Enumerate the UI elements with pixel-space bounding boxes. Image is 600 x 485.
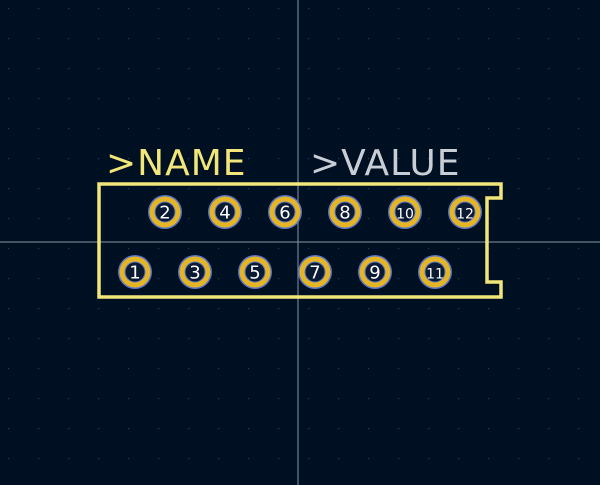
pad-number: 10 (396, 207, 414, 223)
pad-6[interactable]: 6 (268, 195, 302, 229)
connector-outline[interactable] (97, 182, 503, 299)
pad-number: 11 (426, 267, 444, 283)
pad-9[interactable]: 9 (358, 255, 392, 289)
pad-array: 2 4 6 8 10 12 1 3 5 7 9 11 (118, 195, 482, 289)
pad-number: 12 (456, 207, 474, 223)
pad-5[interactable]: 5 (238, 255, 272, 289)
pad-drill-hole (394, 201, 416, 223)
pad-number: 9 (369, 263, 380, 284)
pad-drill-hole (244, 261, 266, 283)
pad-drill-hole (274, 201, 296, 223)
pad-drill-hole (454, 201, 476, 223)
pad-3[interactable]: 3 (178, 255, 212, 289)
pad-8[interactable]: 8 (328, 195, 362, 229)
pad-1[interactable]: 1 (118, 255, 152, 289)
pad-drill-hole (124, 261, 146, 283)
name-label[interactable]: >NAME (106, 143, 247, 184)
pad-drill-hole (184, 261, 206, 283)
pad-number: 2 (159, 203, 170, 224)
pad-7[interactable]: 7 (298, 255, 332, 289)
pad-drill-hole (154, 201, 176, 223)
pad-number: 3 (189, 263, 200, 284)
pad-number: 5 (249, 263, 260, 284)
pad-drill-hole (304, 261, 326, 283)
pad-drill-hole (334, 201, 356, 223)
grid-dots (8, 8, 580, 460)
pad-2[interactable]: 2 (148, 195, 182, 229)
pad-number: 7 (309, 263, 320, 284)
value-label[interactable]: >VALUE (310, 143, 460, 184)
pad-4[interactable]: 4 (208, 195, 242, 229)
pad-10[interactable]: 10 (388, 195, 422, 229)
pad-number: 4 (219, 203, 230, 224)
pad-11[interactable]: 11 (418, 255, 452, 289)
pad-drill-hole (364, 261, 386, 283)
pad-number: 6 (279, 203, 290, 224)
pad-number: 1 (129, 263, 140, 284)
pad-drill-hole (214, 201, 236, 223)
pad-12[interactable]: 12 (448, 195, 482, 229)
pad-drill-hole (424, 261, 446, 283)
pad-number: 8 (339, 203, 350, 224)
